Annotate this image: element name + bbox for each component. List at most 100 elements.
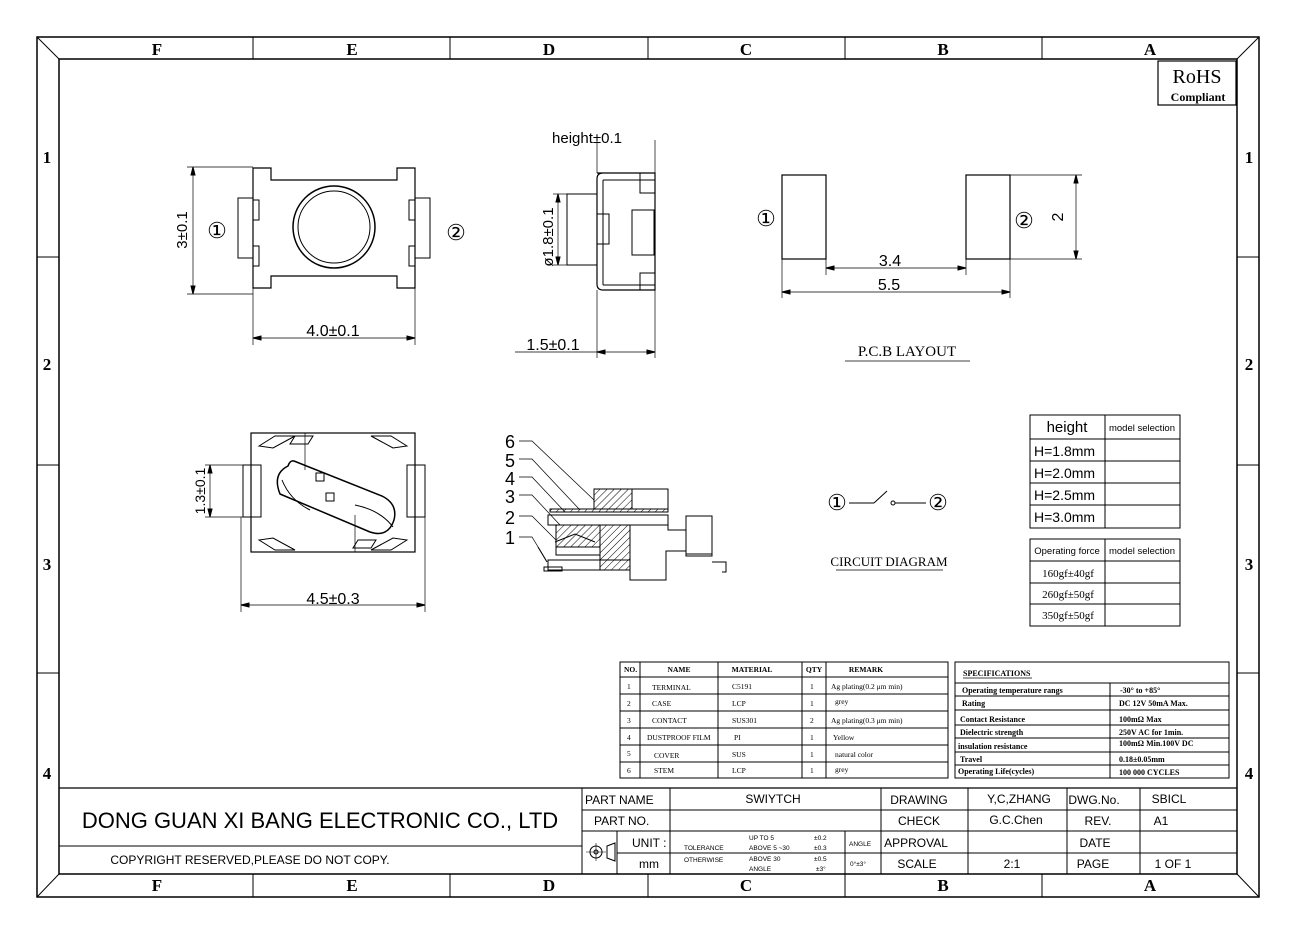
spec-label: Contact Resistance: [960, 715, 1026, 724]
approval-label: APPROVAL: [884, 836, 948, 850]
part-name-label: PART NAME: [585, 793, 654, 807]
bom-cell: STEM: [654, 766, 674, 775]
zone-col-a-bottom: A: [1144, 876, 1157, 895]
bom-cell: 4: [627, 733, 631, 742]
circuit-diagram: [836, 490, 943, 571]
zone-col-c-bottom: C: [740, 876, 752, 895]
top-view-pin1: ①: [207, 218, 227, 243]
pcb-pad2: ②: [1014, 208, 1034, 233]
force-table-header-force: Operating force: [1034, 546, 1099, 557]
circuit-pin2: ②: [928, 490, 948, 515]
pcb-inner-dim: 3.4: [879, 253, 901, 270]
height-row-4: H=3.0mm: [1034, 509, 1095, 525]
zone-row-2-left: 2: [43, 355, 52, 374]
tol-above-30-val: ±0.5: [814, 856, 827, 863]
bom-header-qty: QTY: [806, 665, 823, 674]
bom-cell: LCP: [732, 699, 746, 708]
bom-header-no: NO.: [624, 665, 637, 674]
zone-col-d-top: D: [543, 40, 555, 59]
force-row-2: 260gf±50gf: [1042, 589, 1094, 601]
check-label: CHECK: [898, 814, 940, 828]
rohs-title: RoHS: [1173, 66, 1222, 88]
bom-cell: 1: [810, 733, 814, 742]
table-row: 1 TERMINAL C5191 1 Ag plating(0.2 μm min…: [627, 682, 903, 692]
zone-col-b-bottom: B: [937, 876, 948, 895]
bom-rows: 1 TERMINAL C5191 1 Ag plating(0.2 μm min…: [627, 682, 903, 775]
spec-value: -30° to +85°: [1120, 686, 1160, 695]
specs-title: SPECIFICATIONS: [963, 669, 1031, 678]
bom-cell: 3: [627, 716, 631, 725]
side-view-height-dim: height±0.1: [552, 130, 622, 147]
tol-angle: ANGLE: [749, 866, 772, 873]
bom-cell: 1: [810, 682, 814, 691]
bom-cell: 5: [627, 749, 631, 758]
pcb-pad1: ①: [756, 206, 776, 231]
pcb-height-dim: 2: [1050, 212, 1067, 221]
bottom-view-height-dim: 1.3±0.1: [192, 467, 208, 514]
zone-row-2-right: 2: [1245, 355, 1254, 374]
zone-row-1-right: 1: [1245, 148, 1254, 167]
bom-cell: grey: [835, 765, 849, 774]
copyright-notice: COPYRIGHT RESERVED,PLEASE DO NOT COPY.: [110, 853, 389, 867]
spec-value: 0.18±0.05mm: [1119, 755, 1165, 764]
bottom-view-width-dim: 4.5±0.3: [306, 591, 359, 608]
rohs-badge: RoHS Compliant: [1157, 60, 1237, 106]
bom-cell: 2: [810, 716, 814, 725]
bom-header-remark: REMARK: [849, 665, 883, 674]
force-selection-table: [1029, 538, 1181, 627]
bom-cell: natural color: [835, 750, 874, 759]
spec-label: Dielectric strength: [960, 728, 1024, 737]
scale-label: SCALE: [897, 857, 936, 871]
bom-cell: 6: [627, 766, 631, 775]
spec-label: Operating Life(cycles): [958, 767, 1035, 776]
bom-cell: grey: [835, 697, 849, 706]
bom-cell: LCP: [732, 766, 746, 775]
force-table-header-model: model selection: [1109, 546, 1175, 557]
page-label: PAGE: [1077, 857, 1109, 871]
bom-cell: PI: [734, 733, 741, 742]
tol-above-30: ABOVE 30: [749, 856, 781, 863]
bom-cell: CONTACT: [652, 716, 687, 725]
bom-cell: 1: [810, 699, 814, 708]
table-row: 4 DUSTPROOF FILM PI 1 Yellow: [627, 733, 855, 742]
zone-row-3-right: 3: [1245, 555, 1254, 574]
table-row: 6 STEM LCP 1 grey: [627, 765, 849, 775]
height-row-2: H=2.0mm: [1034, 465, 1095, 481]
bom-cell: SUS301: [732, 716, 757, 725]
dwg-no-label: DWG.No.: [1068, 793, 1119, 807]
table-row: Operating Life(cycles) 100 000 CYCLES: [958, 767, 1180, 777]
spec-label: Operating temperature rangs: [962, 686, 1063, 695]
force-row-1: 160gf±40gf: [1042, 568, 1094, 580]
bom-cell: SUS: [732, 750, 746, 759]
height-table-header-model: model selection: [1109, 423, 1175, 434]
spec-value: 100mΩ Max: [1119, 715, 1162, 724]
top-view-width-dim: 4.0±0.1: [306, 323, 359, 340]
bottom-view: [205, 432, 426, 612]
side-view: [515, 140, 656, 358]
callout-5: 5: [505, 451, 515, 471]
table-row: 5 COVER SUS 1 natural color: [627, 749, 874, 760]
callout-6: 6: [505, 432, 515, 452]
tol-above-5-30: ABOVE 5 ~30: [749, 845, 790, 852]
side-view-depth-dim: 1.5±0.1: [526, 337, 579, 354]
pcb-layout-title: P.C.B LAYOUT: [858, 344, 956, 360]
bom-cell: Ag plating(0.3 μm min): [831, 716, 903, 725]
bom-cell: C5191: [732, 682, 752, 691]
bom-cell: Ag plating(0.2 μm min): [831, 682, 903, 691]
zone-row-1-left: 1: [43, 148, 52, 167]
zone-col-f-top: F: [152, 40, 162, 59]
part-name-value: SWIYTCH: [745, 792, 800, 806]
callout-2: 2: [505, 508, 515, 528]
side-view-stem-dim: ø1.8±0.1: [540, 207, 557, 266]
spec-value: 250V AC for 1min.: [1119, 728, 1183, 737]
drawing-value: Y,C,ZHANG: [987, 792, 1051, 806]
table-row: insulation resistance 100mΩ Min.100V DC: [958, 739, 1194, 751]
bom-cell: COVER: [654, 751, 679, 760]
callout-3: 3: [505, 487, 515, 507]
rev-label: REV.: [1085, 814, 1112, 828]
page-value: 1 OF 1: [1155, 857, 1192, 871]
zone-col-d-bottom: D: [543, 876, 555, 895]
height-selection-table: [1029, 414, 1181, 529]
table-row: Dielectric strength 250V AC for 1min.: [960, 728, 1183, 737]
top-view-pin2: ②: [446, 220, 466, 245]
